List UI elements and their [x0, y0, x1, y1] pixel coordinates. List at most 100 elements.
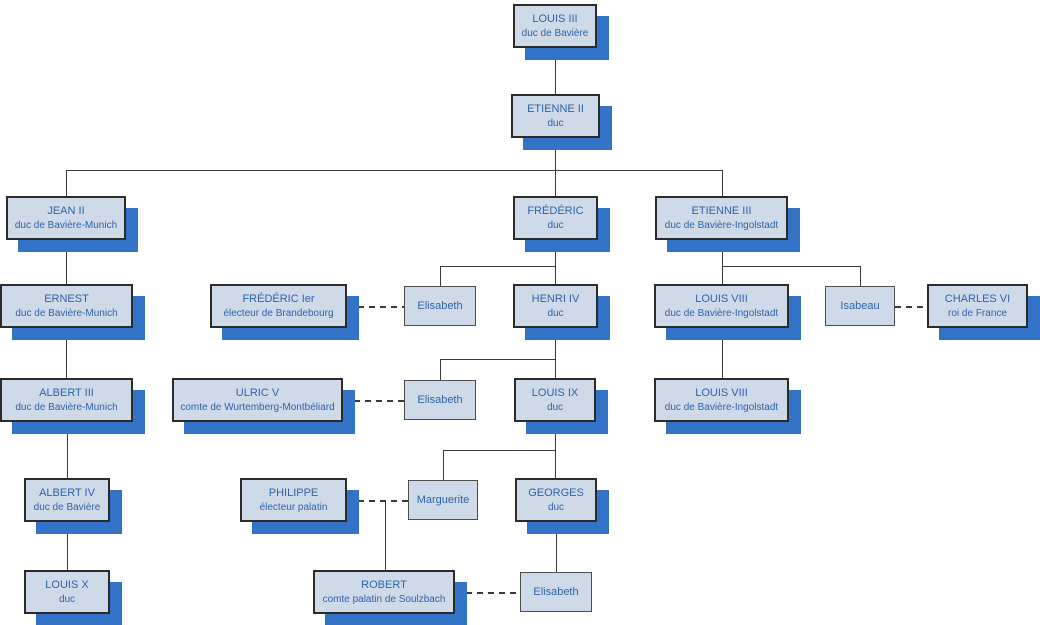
person-name: CHARLES VI — [944, 293, 1011, 305]
person-name: LOUIS VIII — [695, 293, 748, 305]
person-name: Isabeau — [840, 299, 880, 312]
person-node-jean-ii: JEAN II duc de Bavière-Munich — [6, 196, 126, 240]
person-name: LOUIS III — [532, 13, 578, 25]
person-subtitle: duc — [547, 308, 564, 319]
descent-connector-line — [66, 170, 722, 171]
person-name: HENRI IV — [531, 293, 580, 305]
descent-connector-line — [722, 266, 860, 267]
person-name: ETIENNE III — [691, 205, 752, 217]
descent-connector-line — [555, 138, 556, 170]
descent-connector-line — [555, 266, 556, 284]
person-node-elisabeth-1: Elisabeth — [404, 286, 476, 326]
person-name: Marguerite — [416, 493, 470, 506]
marriage-connector-line — [455, 592, 520, 594]
person-name: ALBERT IV — [39, 487, 95, 499]
person-subtitle: duc de Bavière-Munich — [15, 402, 118, 413]
person-node-robert: ROBERT comte palatin de Soulzbach — [313, 570, 455, 614]
person-node-frederic: FRÉDÉRIC duc — [513, 196, 598, 240]
person-node-isabeau: Isabeau — [825, 286, 895, 326]
person-node-marguerite: Marguerite — [408, 480, 478, 520]
person-node-henri-iv: HENRI IV duc — [513, 284, 598, 328]
person-name: ROBERT — [361, 579, 407, 591]
descent-connector-line — [555, 328, 556, 359]
descent-connector-line — [555, 359, 556, 378]
marriage-connector-line — [347, 306, 404, 308]
person-name: ERNEST — [44, 293, 89, 305]
person-node-louis-viii-b: LOUIS VIII duc de Bavière-Ingolstadt — [654, 378, 789, 422]
descent-connector-line — [66, 328, 67, 378]
person-subtitle: duc — [58, 594, 76, 605]
descent-connector-line — [555, 170, 556, 196]
person-name: Elisabeth — [417, 299, 463, 312]
descent-connector-line — [66, 170, 67, 196]
person-node-elisabeth-2: Elisabeth — [404, 380, 476, 420]
person-subtitle: duc de Bavière-Ingolstadt — [664, 402, 779, 413]
person-name: ULRIC V — [235, 387, 280, 399]
person-subtitle: duc — [546, 402, 564, 413]
person-node-albert-iii: ALBERT III duc de Bavière-Munich — [0, 378, 133, 422]
descent-connector-line — [860, 266, 861, 286]
person-name: LOUIS IX — [531, 387, 579, 399]
person-subtitle: roi de France — [948, 308, 1007, 319]
descent-connector-line — [722, 266, 723, 284]
person-name: Elisabeth — [533, 585, 579, 598]
marriage-connector-line — [347, 500, 408, 502]
person-name: ETIENNE II — [527, 103, 584, 115]
descent-connector-line — [556, 522, 557, 572]
descent-connector-line — [67, 422, 68, 478]
descent-connector-line — [722, 328, 723, 378]
descent-connector-line — [722, 240, 723, 266]
descent-connector-line — [66, 240, 67, 284]
marriage-connector-line — [895, 306, 927, 308]
person-subtitle: duc de Bavière-Ingolstadt — [664, 220, 779, 231]
person-name: PHILIPPE — [268, 487, 319, 499]
descent-connector-line — [555, 240, 556, 266]
person-node-louis-viii-a: LOUIS VIII duc de Bavière-Ingolstadt — [654, 284, 789, 328]
person-subtitle: duc — [547, 118, 564, 129]
descent-connector-line — [67, 522, 68, 570]
person-node-albert-iv: ALBERT IV duc de Bavière — [24, 478, 110, 522]
person-name: LOUIS VIII — [695, 387, 748, 399]
descent-connector-line — [440, 359, 555, 360]
person-node-etienne-iii: ETIENNE III duc de Bavière-Ingolstadt — [655, 196, 788, 240]
person-node-philippe: PHILIPPE électeur palatin — [240, 478, 347, 522]
person-node-elisabeth-3: Elisabeth — [520, 572, 592, 612]
descent-connector-line — [722, 170, 723, 196]
person-subtitle: duc de Bavière — [33, 502, 101, 513]
person-node-ulric-v: ULRIC V comte de Wurtemberg-Montbéliard — [172, 378, 343, 422]
descent-connector-line — [555, 450, 556, 478]
descent-connector-line — [385, 500, 386, 570]
person-node-etienne-ii: ETIENNE II duc — [511, 94, 600, 138]
person-subtitle: duc de Bavière-Munich — [14, 220, 118, 231]
person-name: JEAN II — [47, 205, 85, 217]
descent-connector-line — [440, 266, 555, 267]
person-node-georges: GEORGES duc — [515, 478, 597, 522]
descent-connector-line — [555, 48, 556, 94]
person-name: FRÉDÉRIC — [527, 205, 584, 217]
person-subtitle: duc de Bavière-Ingolstadt — [664, 308, 779, 319]
person-subtitle: duc — [547, 502, 565, 513]
person-node-louis-iii: LOUIS III duc de Bavière — [513, 4, 597, 48]
person-name: LOUIS X — [45, 579, 89, 591]
person-name: Elisabeth — [417, 393, 463, 406]
person-subtitle: duc de Bavière — [521, 28, 589, 39]
person-subtitle: comte de Wurtemberg-Montbéliard — [180, 402, 335, 413]
person-subtitle: comte palatin de Soulzbach — [322, 594, 446, 605]
descent-connector-line — [443, 450, 555, 451]
person-name: GEORGES — [528, 487, 584, 499]
marriage-connector-line — [343, 400, 404, 402]
person-node-ernest: ERNEST duc de Bavière-Munich — [0, 284, 133, 328]
descent-connector-line — [440, 359, 441, 380]
person-name: FRÉDÉRIC Ier — [242, 293, 315, 305]
person-subtitle: électeur palatin — [259, 502, 328, 513]
person-subtitle: duc de Bavière-Munich — [15, 308, 118, 319]
descent-connector-line — [440, 266, 441, 286]
person-node-louis-ix: LOUIS IX duc — [514, 378, 596, 422]
person-node-louis-x: LOUIS X duc — [24, 570, 110, 614]
descent-connector-line — [443, 450, 444, 480]
person-subtitle: duc — [547, 220, 564, 231]
person-name: ALBERT III — [39, 387, 94, 399]
person-node-charles-vi: CHARLES VI roi de France — [927, 284, 1028, 328]
